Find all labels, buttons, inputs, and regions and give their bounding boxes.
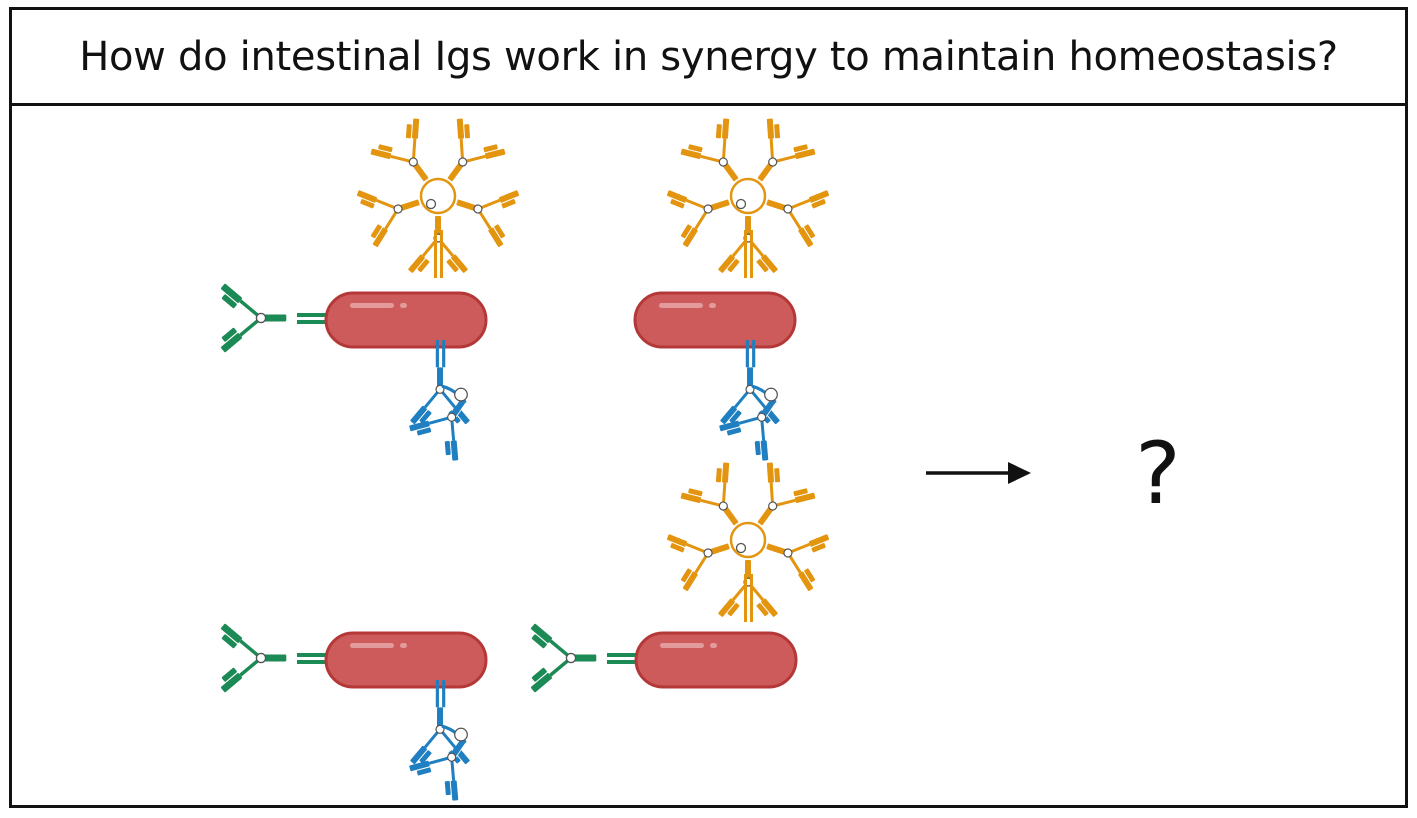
bacterium-group-bottom-right [524,457,835,695]
igg-blue-dimer-icon [405,340,489,466]
bacterium-icon [633,291,797,349]
iga-pentamer-icon [352,113,525,278]
igg-green-icon [214,281,289,355]
bacterium-icon [634,631,798,689]
bacterium-icon [324,631,488,689]
iga-pentamer-icon [662,113,835,278]
igg-blue-dimer-icon [405,680,489,806]
title-bar: How do intestinal Igs work in synergy to… [12,10,1405,106]
igg-green-icon [524,621,599,695]
bacterium-icon [324,291,488,349]
igg-green-icon [214,621,289,695]
igg-blue-dimer-icon [715,340,799,466]
bacterium-group-bottom-left [214,621,489,806]
bacterium-group-top-left [214,113,525,467]
iga-pentamer-icon [662,457,835,622]
arrow-right-icon [926,462,1031,484]
bacterium-group-top-right [633,113,835,467]
outcome-question-mark: ? [1135,424,1181,524]
figure-title: How do intestinal Igs work in synergy to… [79,33,1338,80]
